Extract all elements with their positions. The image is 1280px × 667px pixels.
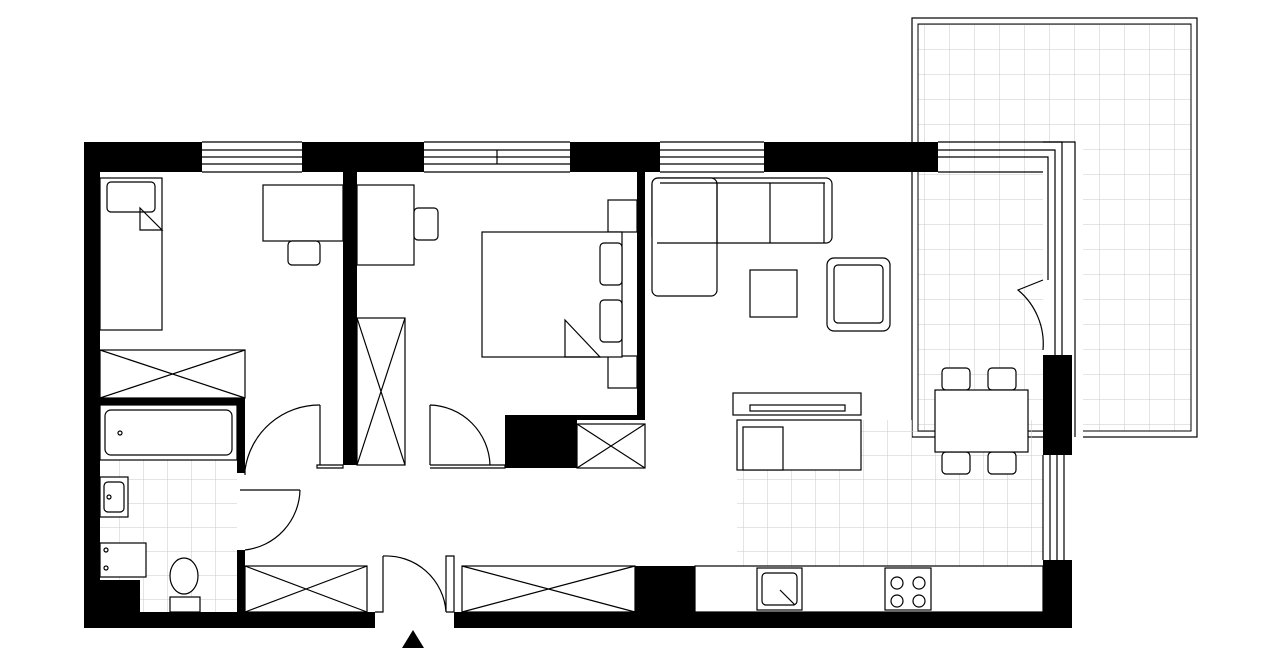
corner-sofa	[651, 177, 833, 297]
toilet	[169, 557, 201, 613]
kitchen-sink	[756, 567, 803, 611]
coffee-table	[749, 269, 798, 318]
doors	[240, 279, 1044, 613]
hall-wardrobe-1	[244, 565, 368, 613]
bathtub	[99, 404, 238, 461]
kitchen-island	[736, 419, 862, 471]
windows	[202, 141, 1065, 560]
double-bed	[481, 199, 638, 389]
closet-2	[576, 423, 646, 469]
desk-2	[356, 184, 439, 266]
single-bed	[99, 177, 164, 331]
armchair	[826, 257, 891, 332]
tv-cabinet	[732, 392, 862, 416]
washing-machine	[99, 542, 147, 578]
cooktop	[884, 567, 932, 611]
kitchen-counter	[694, 565, 1044, 613]
interior-walls	[100, 172, 743, 612]
exterior-walls	[84, 142, 1072, 628]
hall-wardrobe-2	[461, 565, 636, 613]
dining-table	[934, 367, 1029, 475]
entrance-arrow-icon	[402, 630, 424, 648]
wardrobe-2	[356, 317, 406, 466]
desk-1	[262, 184, 344, 266]
wardrobe-1	[99, 349, 246, 399]
washbasin	[99, 476, 129, 518]
